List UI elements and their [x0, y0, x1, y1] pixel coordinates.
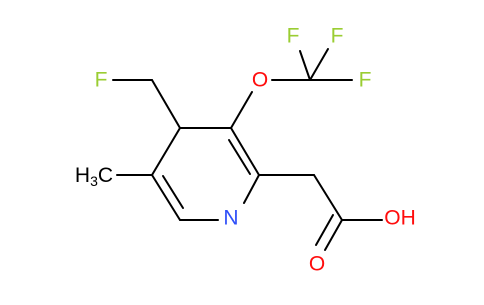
bond-c6-c5: [151, 174, 181, 221]
atom-o-carbonyl: O: [309, 253, 325, 276]
bond-cf3-f1: [299, 50, 311, 81]
bond-cf3-f2: [309, 48, 329, 81]
bond-c-o-double-b: [315, 214, 334, 246]
methyl-c: C: [98, 164, 113, 187]
atom-f1: F: [287, 25, 300, 48]
atom-labels: F O F F F N OH O H3C: [75, 25, 416, 276]
methyl-h: H: [75, 164, 90, 187]
atom-f-ch2f: F: [95, 69, 108, 92]
bond-c-o-double-a: [324, 219, 343, 251]
bond-c5-c4: [151, 127, 181, 176]
bond-ch2-cooh: [313, 174, 343, 221]
atom-o-ether: O: [252, 69, 268, 92]
methyl-subscript: 3: [90, 173, 98, 189]
atom-oh: OH: [384, 207, 416, 230]
methyl-label: H3C: [75, 164, 113, 190]
bond-c3-c2-inner: [228, 139, 251, 175]
atom-f2: F: [331, 25, 344, 48]
bond-c3-o: [230, 91, 253, 129]
bonds: [112, 48, 383, 251]
bond-c4-ch2: [151, 79, 181, 129]
bond-c6-c5-inner: [162, 175, 184, 209]
bond-c3-c2: [230, 127, 260, 176]
atom-n-ring: N: [223, 207, 238, 230]
atom-f3: F: [359, 69, 372, 92]
bond-c2-n: [243, 174, 260, 204]
